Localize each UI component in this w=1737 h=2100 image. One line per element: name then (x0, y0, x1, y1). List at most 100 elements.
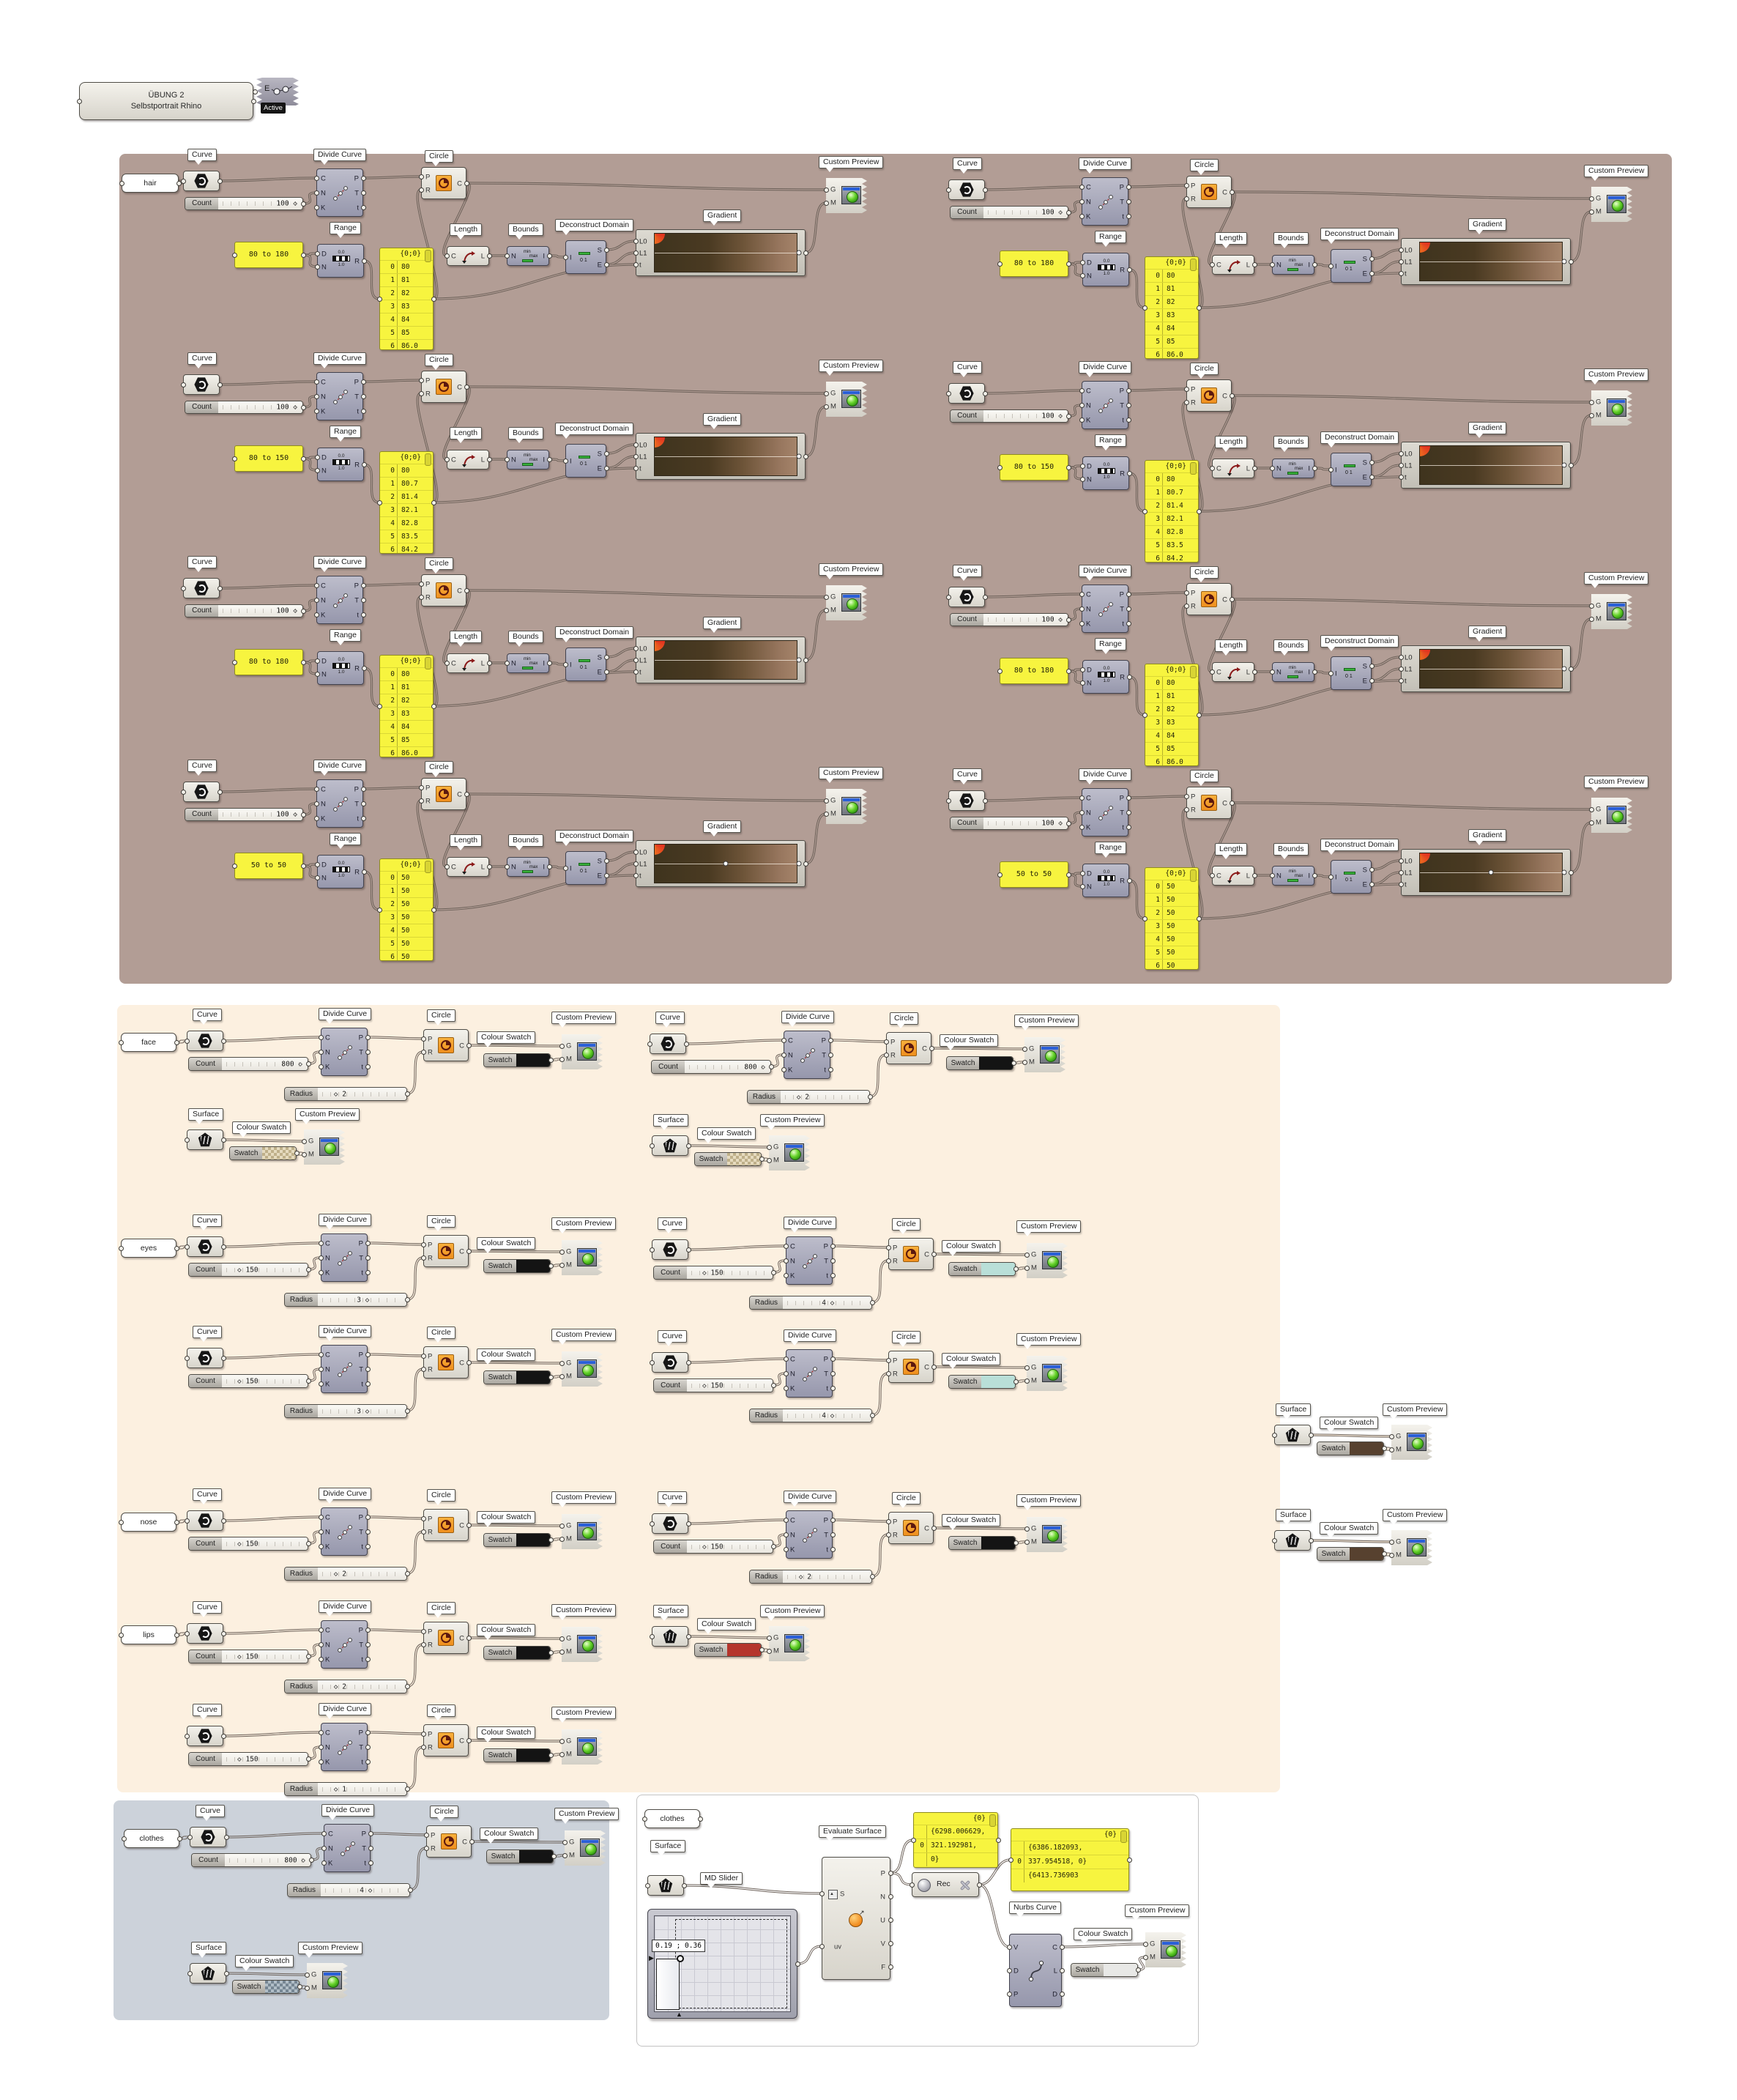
port[interactable] (929, 1045, 934, 1051)
port[interactable] (220, 1038, 226, 1044)
port[interactable] (466, 1635, 472, 1641)
port[interactable] (294, 1150, 300, 1156)
port[interactable] (823, 404, 829, 409)
panel-hair-label[interactable]: hair (122, 174, 179, 193)
port[interactable] (823, 187, 829, 193)
port[interactable] (220, 1355, 226, 1361)
port[interactable] (1065, 617, 1071, 623)
port[interactable] (1126, 591, 1131, 597)
port[interactable] (318, 1240, 324, 1246)
port[interactable] (1251, 261, 1257, 267)
port[interactable] (945, 390, 951, 396)
port[interactable] (982, 594, 988, 600)
port[interactable] (1142, 508, 1148, 514)
port[interactable] (1079, 620, 1085, 626)
port[interactable] (376, 907, 382, 913)
port[interactable] (562, 1852, 568, 1858)
port[interactable] (250, 98, 256, 104)
slider-track[interactable]: ◇ 150 (687, 1379, 773, 1392)
port[interactable] (174, 1245, 179, 1251)
curve-component[interactable] (652, 1352, 688, 1373)
slider-track[interactable]: 100 ◇ (218, 401, 302, 413)
port[interactable] (781, 1066, 786, 1072)
surface-component[interactable] (647, 1875, 684, 1896)
swatch-color[interactable] (1104, 1964, 1137, 1976)
swatch-color[interactable] (516, 1749, 550, 1762)
port[interactable] (1013, 1266, 1019, 1272)
slider-track[interactable]: 100 ◇ (983, 817, 1068, 829)
port[interactable] (76, 98, 82, 104)
port[interactable] (768, 1064, 774, 1069)
port[interactable] (360, 612, 366, 617)
port[interactable] (313, 393, 319, 399)
surface-component[interactable] (652, 1135, 688, 1156)
port[interactable] (318, 1049, 324, 1055)
port[interactable] (1369, 459, 1375, 465)
port[interactable] (649, 1633, 655, 1639)
port[interactable] (795, 1961, 800, 1967)
port[interactable] (1183, 182, 1189, 188)
port[interactable] (220, 1518, 226, 1524)
port[interactable] (827, 1052, 833, 1058)
gradient-grip-end[interactable] (796, 861, 802, 867)
port[interactable] (603, 450, 609, 456)
port[interactable] (1588, 820, 1594, 825)
port[interactable] (420, 1255, 426, 1261)
port[interactable] (1251, 465, 1257, 471)
value-list-scroll-nub[interactable] (425, 453, 431, 466)
port[interactable] (1269, 872, 1275, 878)
port[interactable] (365, 1744, 371, 1750)
port[interactable] (318, 1366, 324, 1372)
curve-component[interactable] (190, 1827, 226, 1847)
slider-track[interactable]: 3 ◇ (318, 1294, 406, 1306)
port[interactable] (1369, 474, 1375, 480)
value-list-scroll-nub[interactable] (1190, 666, 1197, 678)
surface-component[interactable] (1274, 1530, 1311, 1551)
port[interactable] (300, 201, 306, 207)
port[interactable] (180, 585, 186, 591)
port[interactable] (418, 174, 424, 179)
port[interactable] (469, 1839, 475, 1844)
port[interactable] (869, 1300, 875, 1305)
colour-swatch-component[interactable]: Swatch (486, 1849, 554, 1863)
slider-track[interactable]: 4 ◇ (783, 1409, 871, 1422)
port[interactable] (1065, 464, 1071, 470)
port[interactable] (220, 1733, 226, 1739)
port[interactable] (231, 659, 237, 665)
port[interactable] (404, 1091, 410, 1097)
port[interactable] (318, 1064, 324, 1069)
slider-track[interactable]: ◇ 150 (222, 1375, 308, 1387)
port[interactable] (1183, 793, 1189, 799)
port[interactable] (1126, 1857, 1132, 1863)
surface-component[interactable] (652, 1626, 688, 1647)
port[interactable] (982, 187, 988, 193)
port[interactable] (1568, 462, 1574, 468)
port[interactable] (883, 1052, 889, 1058)
port[interactable] (360, 582, 366, 588)
port[interactable] (685, 1359, 691, 1365)
port[interactable] (1381, 1551, 1387, 1557)
port[interactable] (1209, 465, 1215, 471)
port[interactable] (220, 1630, 226, 1636)
port[interactable] (313, 597, 319, 603)
port[interactable] (1308, 1432, 1314, 1438)
port[interactable] (910, 1837, 916, 1843)
port[interactable] (685, 1143, 691, 1149)
port[interactable] (830, 1272, 836, 1278)
port[interactable] (418, 377, 424, 383)
port[interactable] (1006, 1991, 1012, 1997)
port[interactable] (223, 1970, 229, 1976)
port[interactable] (418, 784, 424, 790)
